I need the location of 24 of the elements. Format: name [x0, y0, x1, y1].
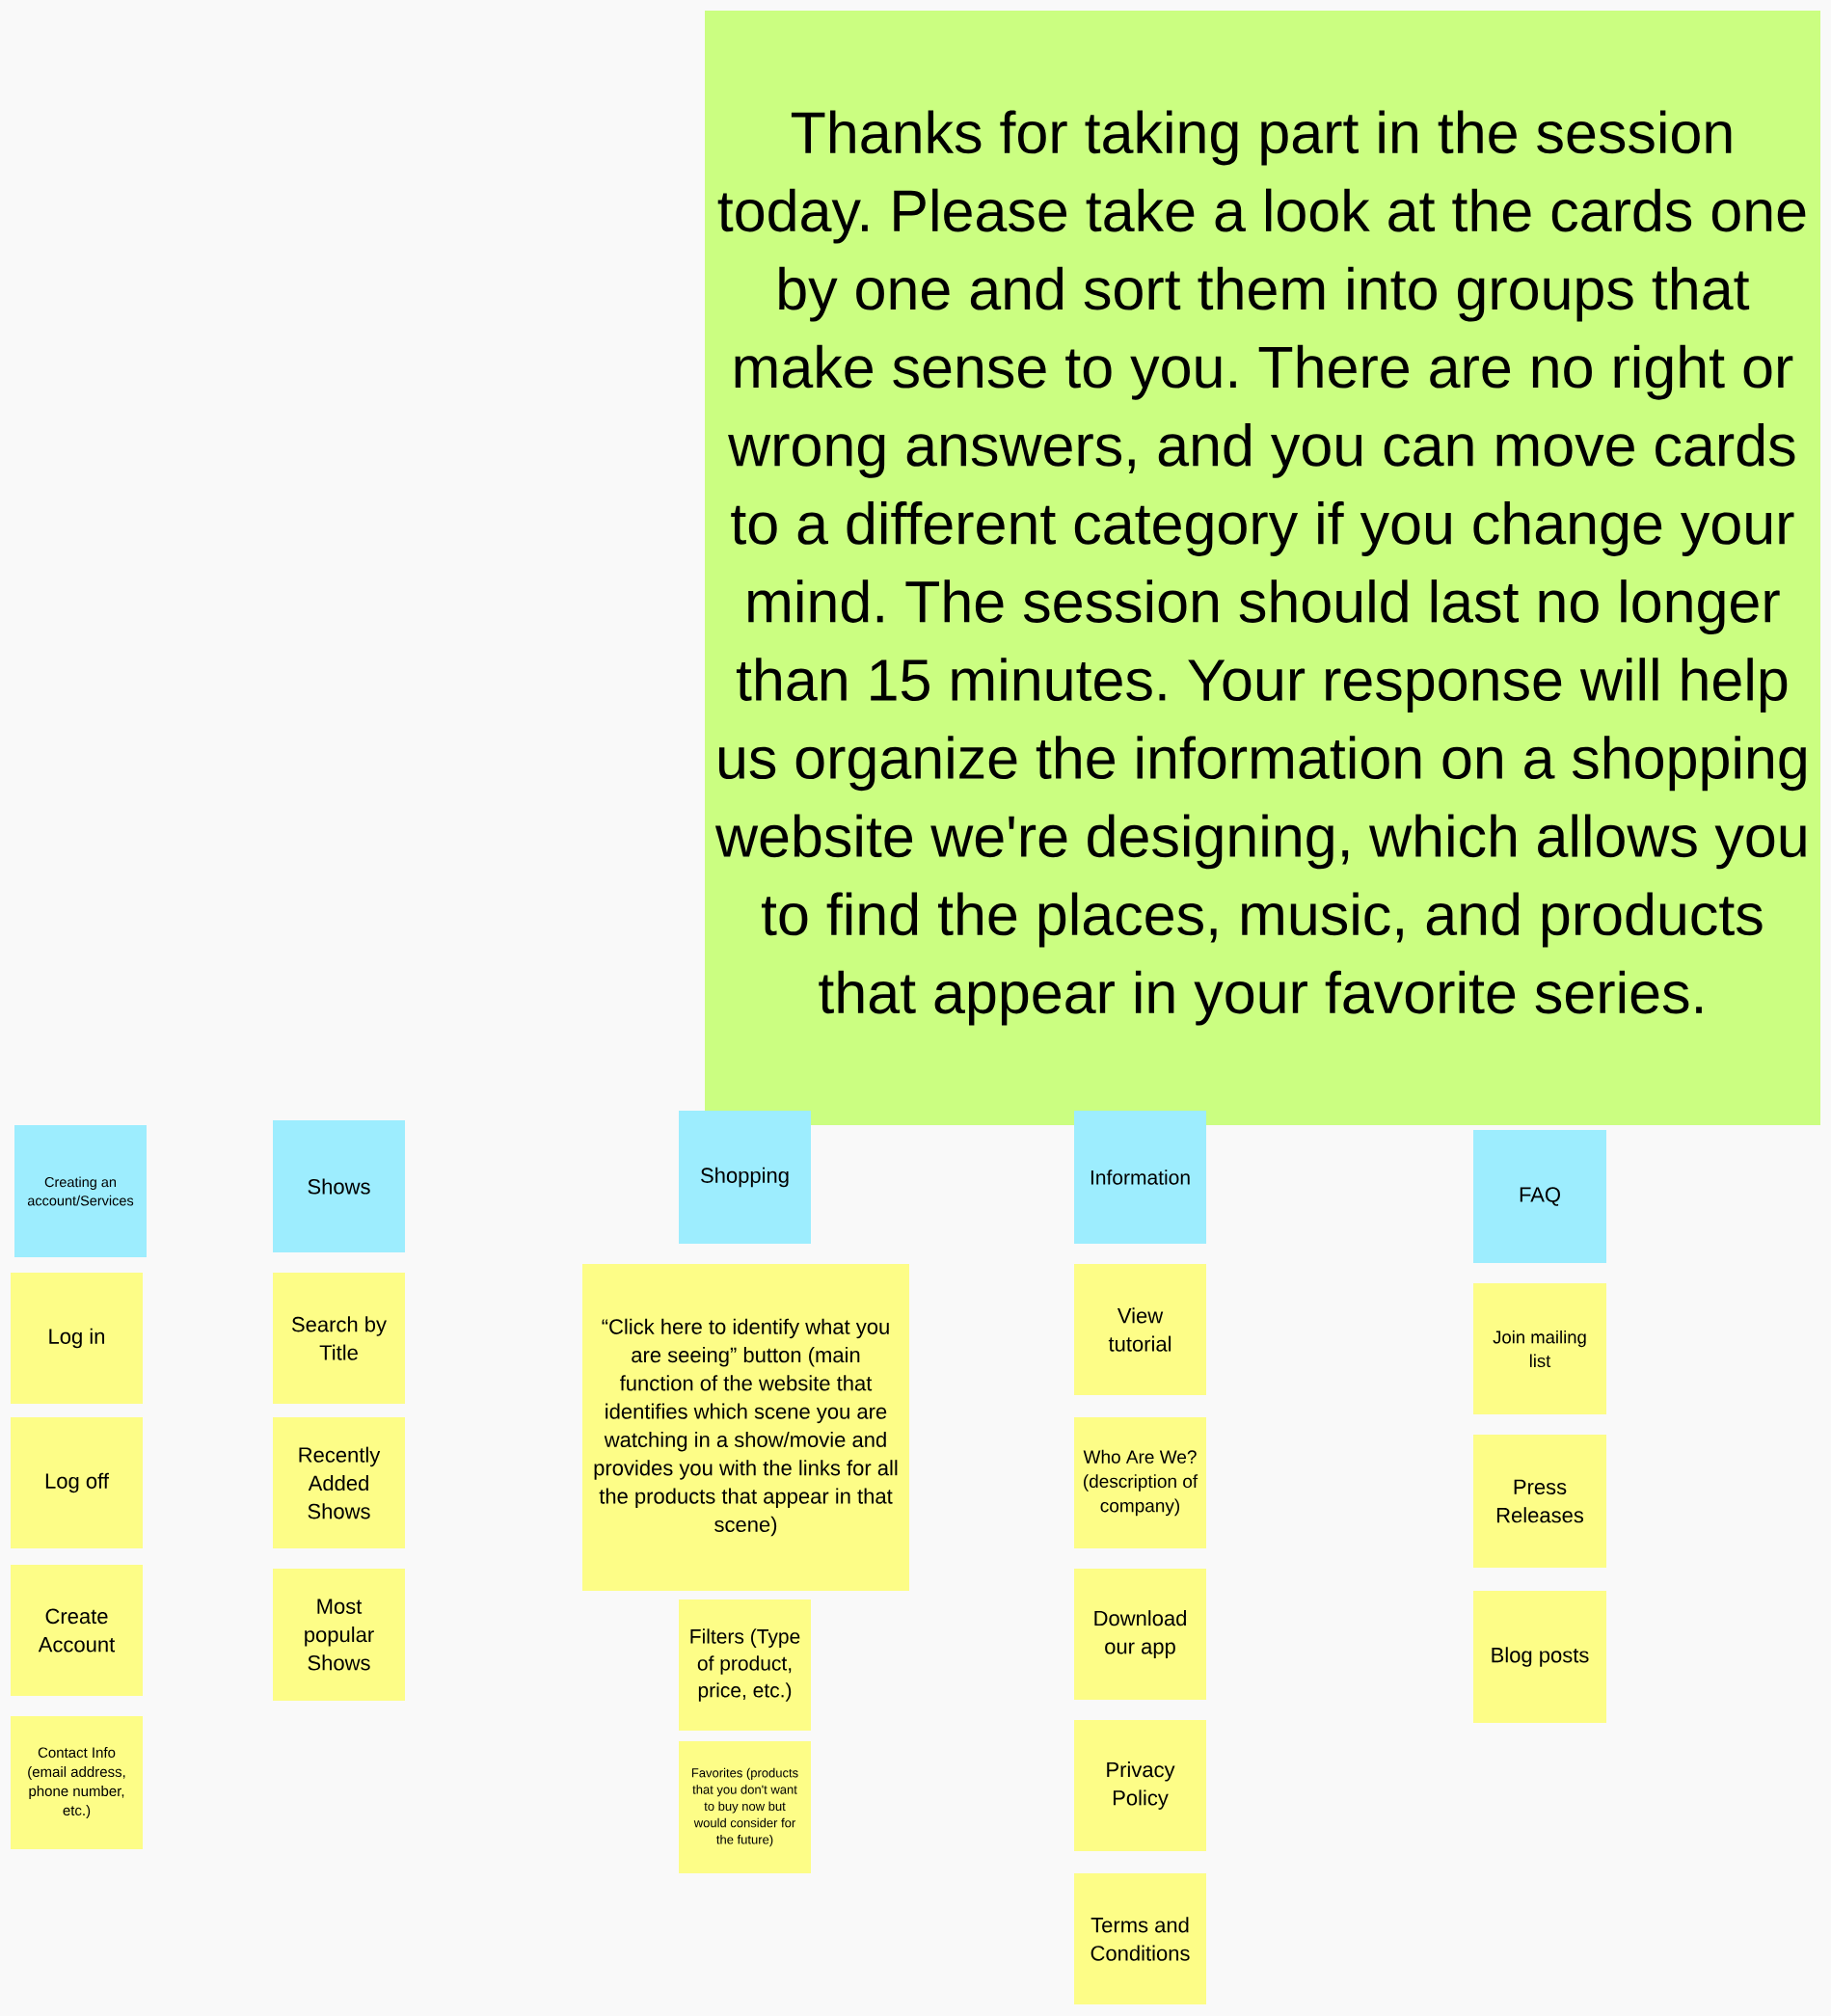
category-note: Shows	[273, 1120, 405, 1252]
category-note: Information	[1074, 1111, 1206, 1244]
instructions-note: Thanks for taking part in the session today. Please take a look at the cards one by one and sort them into groups that make sense to you. There are no right or wrong answers, and you can move cards to a different category if you change your mind. The session should last no longer than 15 minutes. Your response will help us organize the information on a shopping website we're designing, which allows you to find the places, music, and products that appear in your favorite series.	[705, 11, 1820, 1125]
category-note: FAQ	[1473, 1130, 1606, 1263]
card-note: Blog posts	[1473, 1591, 1606, 1723]
card-note: Search by Title	[273, 1273, 405, 1404]
card-note: Most popular Shows	[273, 1569, 405, 1701]
card-note: Terms and Conditions	[1074, 1873, 1206, 2005]
card-note: Download our app	[1074, 1569, 1206, 1700]
card-note: Join mailing list	[1473, 1283, 1606, 1414]
card-note: View tutorial	[1074, 1264, 1206, 1395]
category-note: Creating an account/Services	[14, 1125, 147, 1257]
card-note: Contact Info (email address, phone number, etc.)	[11, 1716, 143, 1849]
card-note: Privacy Policy	[1074, 1720, 1206, 1852]
card-note: Log off	[11, 1417, 143, 1548]
card-note: “Click here to identify what you are seeing” button (main function of the website that identifies which scene you are watching in a show/movie and provides you with the links for all the products that appear in that scene)	[582, 1264, 909, 1591]
card-note: Favorites (products that you don't want to buy now but would consider for the future)	[679, 1741, 811, 1874]
card-note: Log in	[11, 1273, 143, 1404]
card-note: Filters (Type of product, price, etc.)	[679, 1599, 811, 1731]
card-note: Press Releases	[1473, 1435, 1606, 1568]
card-note: Create Account	[11, 1565, 143, 1696]
category-note: Shopping	[679, 1111, 811, 1244]
card-note: Who Are We? (description of company)	[1074, 1417, 1206, 1548]
card-note: Recently Added Shows	[273, 1417, 405, 1548]
